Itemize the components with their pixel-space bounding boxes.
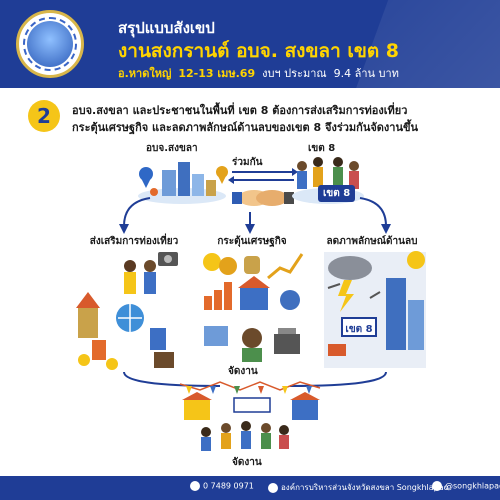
image-label: ลดภาพลักษณ์ด้านลบ [326,236,418,247]
left-org-label: อบจ.สงขลา [146,143,198,154]
footer-org-text: องค์การบริหารส่วนจังหวัดสงขลา Songkhlapa… [281,483,449,492]
logo-ring [23,17,77,71]
header-budget-value: 9.4 ล้าน บาท [333,67,399,80]
header-subtitle: งานสงกรานต์ อบจ. สงขลา เขต 8 [118,40,400,62]
org-logo [16,10,84,78]
economy-label: กระตุ้นเศรษฐกิจ [217,236,287,247]
intro-line-1: อบจ.สงขลา และประชาชนในพื้นที่ เขต 8 ต้อง… [72,104,408,117]
footer-bar: 0 7489 0971 องค์การบริหารส่วนจังหวัดสงขล… [0,476,500,500]
event-illustration [179,381,321,451]
section-intro: อบจ.สงขลา และประชาชนในพื้นที่ เขต 8 ต้อง… [72,102,492,136]
negative-image-illustration: เขต 8 [324,251,426,368]
header-location: อ.หาดใหญ่ [118,67,172,80]
economy-illustration [203,253,304,362]
facebook-icon [268,482,278,493]
footer-handle: @songkhlapao [432,481,500,491]
event-bottom-label: จัดงาน [232,457,262,468]
logo-emblem [27,21,73,67]
tourism-illustration [76,252,178,370]
header-budget-label: งบฯ ประมาณ [262,67,327,80]
header-details: อ.หาดใหญ่ 12-13 เมษ.69 งบฯ ประมาณ 9.4 ล้… [118,64,399,82]
header-banner: สรุปแบบสังเขป งานสงกรานต์ อบจ. สงขลา เขต… [0,0,500,88]
image-badge: เขต 8 [345,324,372,335]
event-top-label: จัดงาน [228,366,258,377]
section-number: 2 [28,100,60,132]
header-title: สรุปแบบสังเขป [118,19,215,37]
join-label: ร่วมกัน [232,157,263,168]
tourism-label: ส่งเสริมการท่องเที่ยว [89,236,179,247]
phone-icon [190,481,200,491]
city-pins-illustration [138,162,228,204]
footer-org: องค์การบริหารส่วนจังหวัดสงขลา Songkhlapa… [268,481,449,494]
footer-phone-text: 0 7489 0971 [203,481,254,491]
right-org-label: เขต 8 [308,143,336,154]
header-dates: 12-13 เมษ.69 [178,67,256,80]
handshake-illustration [228,168,298,206]
footer-handle-text: @songkhlapao [445,481,500,491]
converge-arrows [123,371,387,387]
flow-arrows [119,197,391,234]
footer-phone: 0 7489 0971 [190,481,254,491]
region-badge: เขต 8 [318,185,356,202]
line-icon [432,481,442,491]
intro-line-2: กระตุ้นเศรษฐกิจ และลดภาพลักษณ์ด้านลบของเ… [72,121,419,134]
